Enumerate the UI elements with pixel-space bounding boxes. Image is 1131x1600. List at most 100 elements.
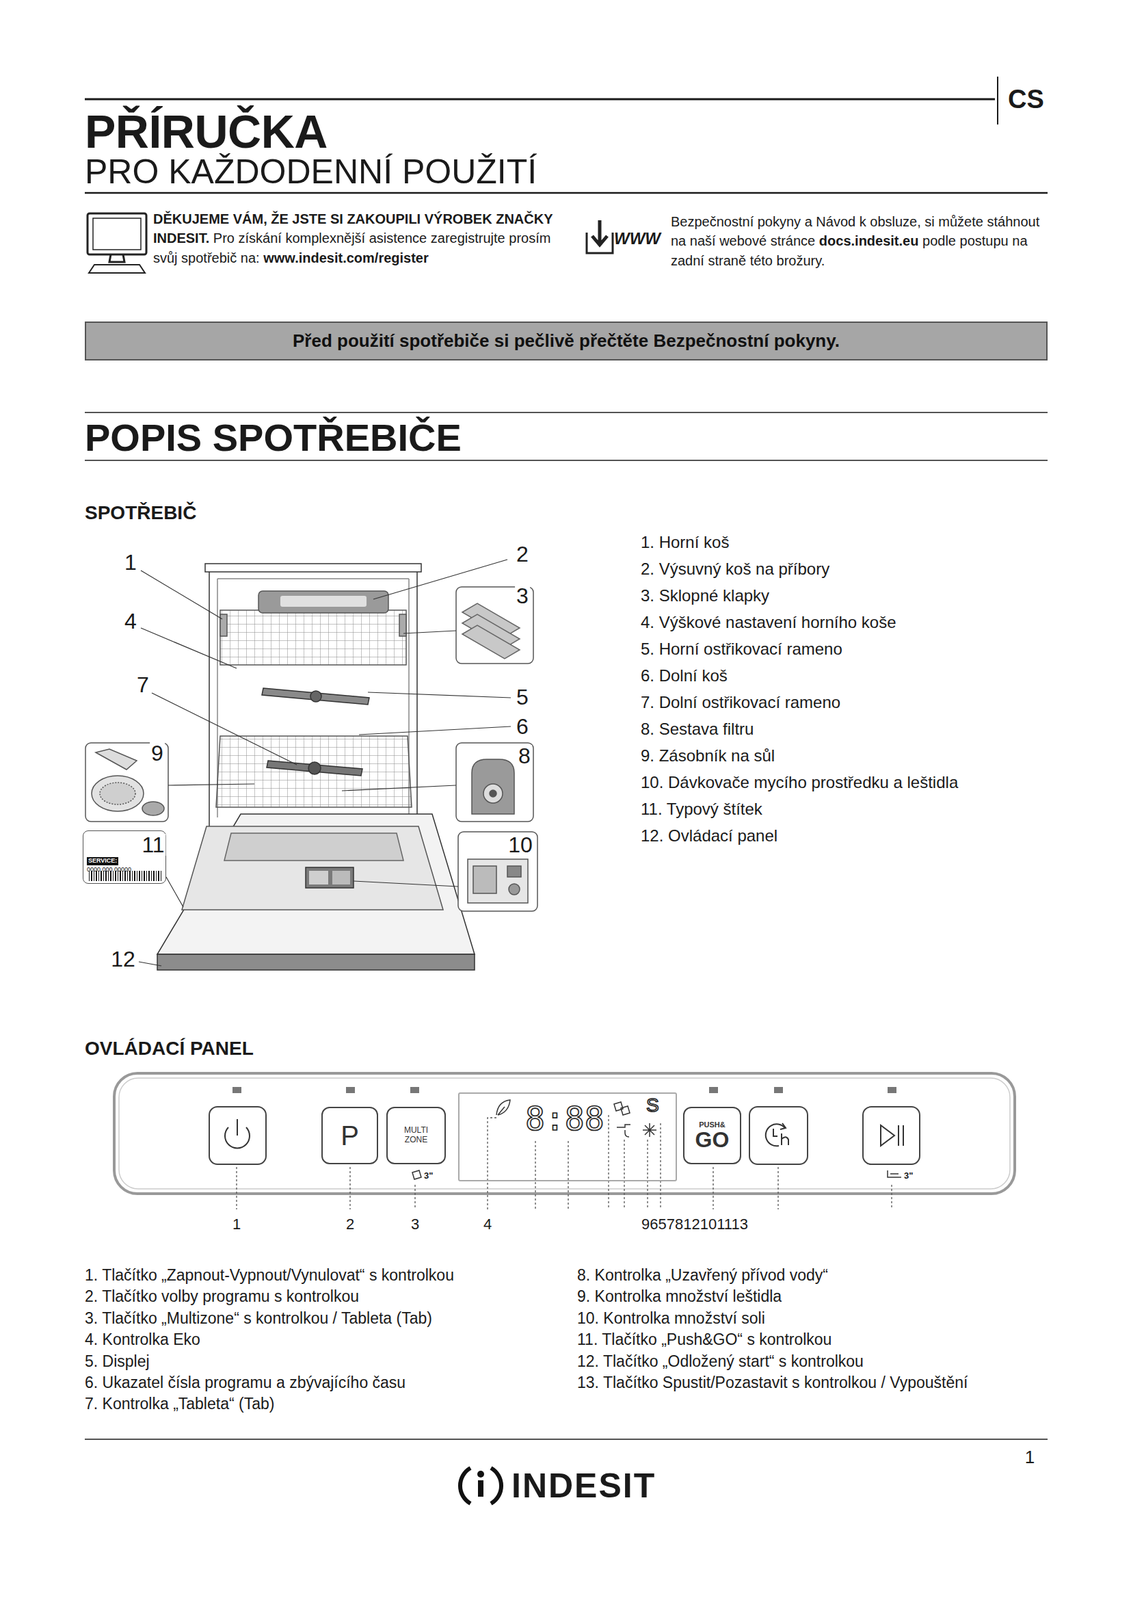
brand-logo-mark [460,1467,471,1503]
button-icon [780,1122,786,1129]
control-list-item: 13. Tlačítko Spustit/Pozastavit s kontro… [577,1374,968,1391]
panel-button [749,1106,808,1164]
node-subtext: 0000 000 00000 [86,866,163,874]
detail-inset [456,742,534,822]
brand-logo-mark [460,1467,502,1503]
brand-logo-mark [477,1479,484,1497]
control-list-item: 1. Tlačítko „Zapnout-Vypnout/Vynulovat“ … [84,1267,455,1283]
part-list-item: 12. Ovládací panel [640,827,778,844]
button-icon [236,1118,238,1136]
page-rule [84,192,1048,195]
leader-line [712,1166,714,1209]
node-text: P [340,1120,359,1151]
part-list-item: 2. Výsuvný koš na příbory [640,560,830,578]
leader-line [777,1166,779,1209]
dishwasher-drawing [157,563,475,970]
callout-number: 3 [410,1216,420,1232]
detail-inset [489,789,497,797]
part-list-item: 6. Dolní koš [640,667,728,684]
button-icon [773,1128,778,1136]
dishwasher-drawing [332,870,351,885]
control-panel-housing [114,1072,1015,1194]
callout-number: 1 [124,551,137,574]
part-list-item: 3. Sklopné klapky [640,587,770,604]
dishwasher-drawing [220,614,228,636]
control-list-item: 9. Kontrolka množství leštidla [577,1288,782,1305]
leader-line [890,1184,892,1209]
part-list-item: 11. Typový štítek [640,800,763,818]
part-list-item: 5. Horní ostřikovací rameno [640,640,843,658]
subtitle: PRO KAŽDODENNÍ POUŽITÍ [84,154,537,189]
dishwasher-drawing [309,870,329,885]
panel-button [862,1106,920,1164]
button-icon [412,1169,422,1179]
control-panel-housing [118,1077,1010,1189]
indicator-led [774,1086,783,1093]
part-list-item: 10. Dávkovače mycího prostředku a leštid… [640,774,958,791]
brand-logo-mark [477,1470,485,1478]
text-paragraph: DĚKUJEME VÁM, ŽE JSTE SI ZAKOUPILI VÝROB… [153,209,564,268]
callout-number: 11 [140,833,166,856]
control-list-item: 5. Displej [84,1352,150,1369]
leader-line [138,961,162,966]
leader-line [659,1122,661,1209]
dishwasher-drawing [181,826,444,910]
leader-line [140,570,223,619]
multizone-button: MULTI ZONE [386,1106,446,1164]
leader-line [607,1114,609,1209]
callout-number: 2 [346,1216,355,1232]
part-list-item: 8. Sestava filtru [640,720,754,738]
detail-inset [85,742,169,822]
subsection-heading: SPOTŘEBIČ [84,503,197,523]
part-list-item: 4. Výškové nastavení horního koše [640,614,897,631]
display-icon [620,1105,630,1115]
control-list-item: 6. Ukazatel čísla programu a zbývajícího… [84,1374,406,1391]
node-subtext: GO [695,1128,730,1151]
dishwasher-drawing [209,571,418,848]
program-button: P [321,1106,379,1164]
display-panel: 8:88S [458,1092,677,1181]
callout-number: 7 [136,673,150,696]
page-rule [84,98,995,101]
page-rule [84,459,1048,461]
indicator-led [346,1086,355,1093]
control-list-item: 7. Kontrolka „Tableta“ (Tab) [84,1395,275,1412]
indicator-led [232,1086,242,1093]
detail-inset [458,831,538,911]
page-rule [996,76,999,125]
callout-number: 1 [232,1216,241,1232]
dishwasher-drawing [216,735,412,807]
detail-inset [507,865,522,877]
dishwasher-drawing [205,563,422,572]
callout-number: 3 [514,584,530,607]
detail-inset [508,883,520,895]
page-rule [84,411,1048,414]
leader-line [140,627,237,669]
indicator-led [887,1086,897,1093]
detail-inset [85,586,538,911]
callout-number: 5 [516,685,529,708]
section-heading: POPIS SPOTŘEBIČE [84,418,462,457]
part-list-item: 9. Zásobník na sůl [640,747,775,764]
control-panel-housing [114,1072,1015,1194]
leader-line [341,784,457,791]
icon-text: WWW [614,230,661,247]
leader-line [646,1139,648,1209]
leader-line [623,1139,625,1209]
callout-number: 4 [483,1216,492,1232]
dishwasher-drawing [258,590,389,613]
button-icon [887,1169,902,1177]
dishwasher-drawing [224,832,404,861]
monitor-icon [92,218,141,250]
display-icon [616,1124,631,1137]
node-text: Před použití spotřebiče si pečlivě přečt… [292,330,840,351]
leader-line [166,876,184,907]
dishwasher-drawing [220,609,407,665]
control-list-item: 11. Tlačítko „Push&GO“ s kontrolkou [577,1331,832,1348]
control-list-item: 8. Kontrolka „Uzavřený přívod vody“ [577,1267,829,1283]
detail-inset [483,783,503,803]
dishwasher-drawing [399,614,407,636]
page-rule [84,76,1048,1439]
leader-line [151,692,297,765]
node-text: 8:88 [525,1101,605,1135]
